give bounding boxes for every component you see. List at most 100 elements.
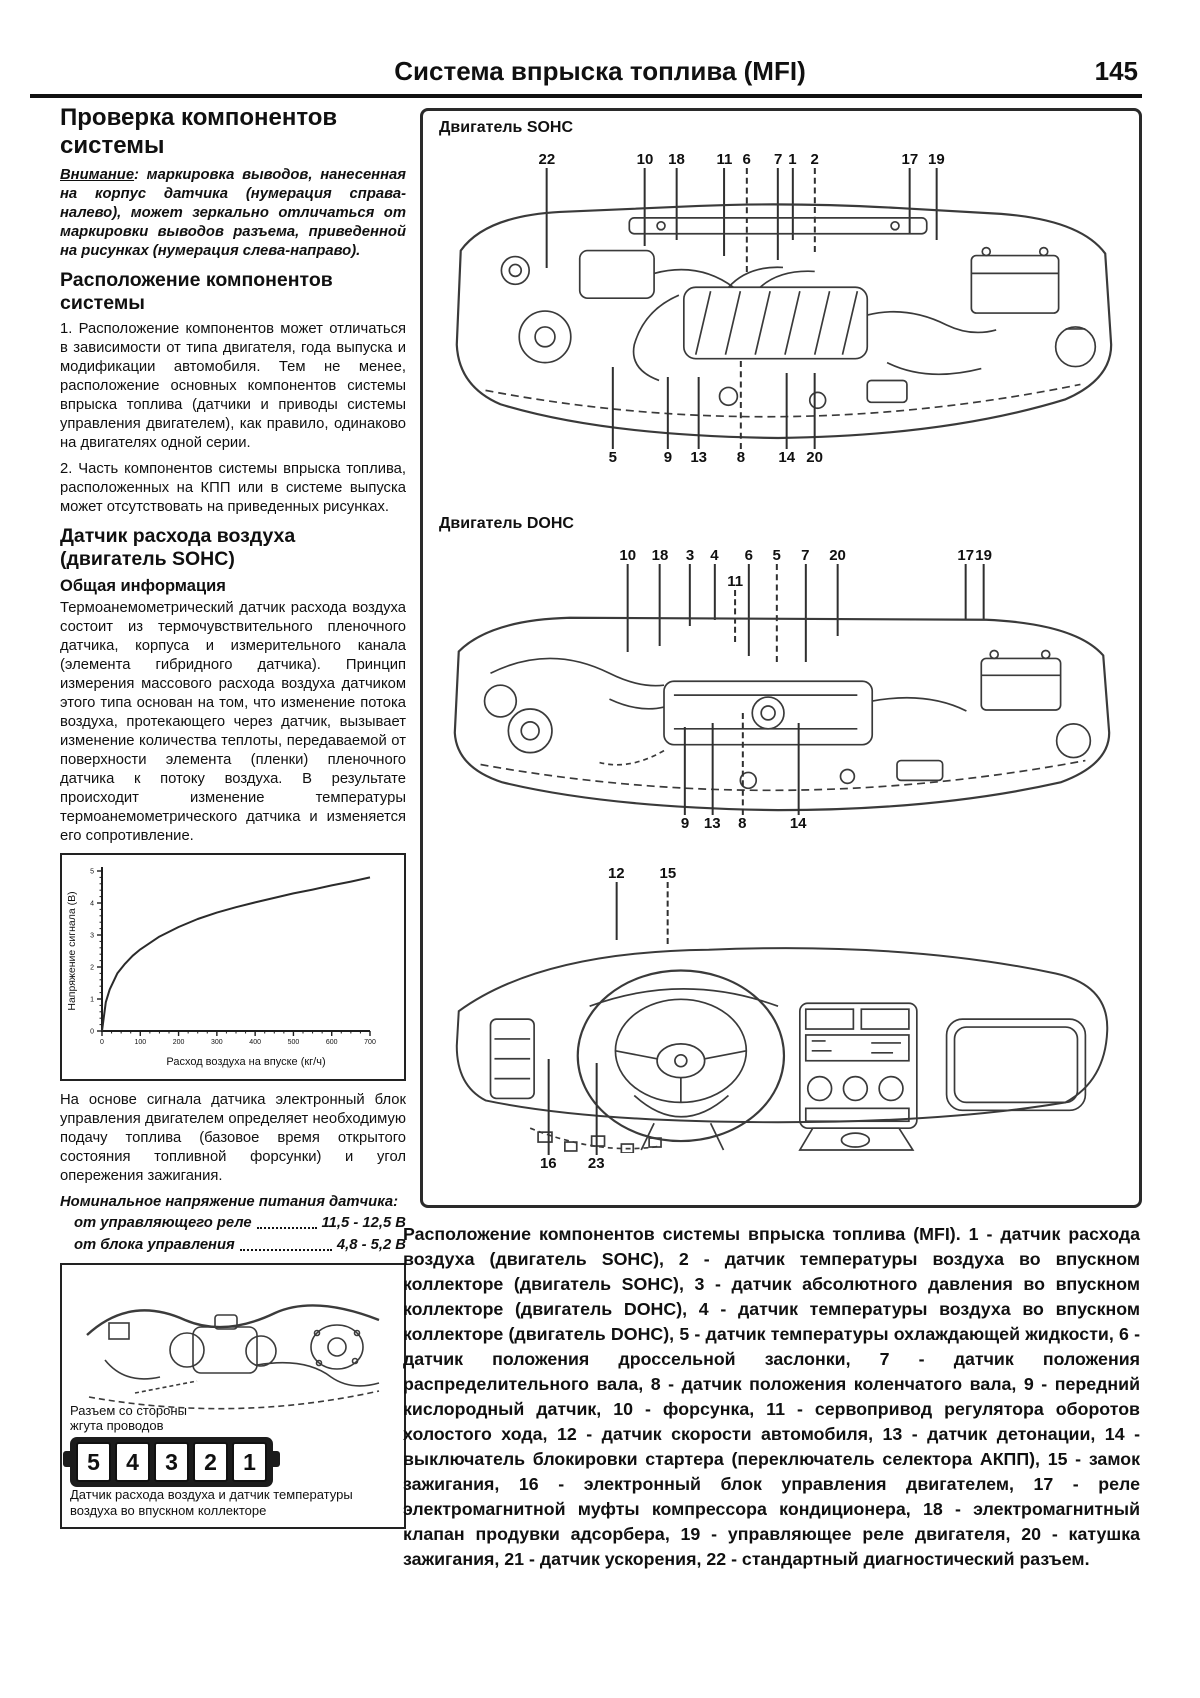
callout-leader-line <box>964 564 967 620</box>
callout: 8 <box>737 361 745 466</box>
callout: 19 <box>928 151 945 240</box>
connector-side-label: Разъем со стороны жгута проводов <box>70 1403 187 1433</box>
callout-leader-line <box>723 168 726 256</box>
callout-leader-line <box>697 377 700 449</box>
dohc-diagram-label: Двигатель DOHC <box>439 515 574 532</box>
callout-number: 8 <box>736 449 746 466</box>
callout: 20 <box>806 373 823 466</box>
callout: 9 <box>681 727 689 832</box>
paragraph-location-2: 2. Часть компонентов системы впрыска топ… <box>60 461 406 515</box>
callout-number: 8 <box>738 815 747 832</box>
callout-leader-line <box>836 564 839 636</box>
dohc-engine-sketch <box>453 616 1111 812</box>
callout-leader-line <box>666 882 669 944</box>
callout-leader-line <box>626 564 629 652</box>
connector-pin: 1 <box>232 1442 267 1482</box>
callout: 17 <box>901 151 919 234</box>
callout: 18 <box>652 547 668 646</box>
callout-leader-line <box>615 882 618 940</box>
callout-number: 18 <box>668 151 685 168</box>
callout-leader-line <box>747 564 750 656</box>
callout: 14 <box>778 373 795 466</box>
section-title-component-location: Расположение компонентов системы <box>60 269 333 314</box>
callout-leader-line <box>785 373 788 449</box>
svg-text:300: 300 <box>211 1039 223 1046</box>
callout: 18 <box>668 151 685 240</box>
left-column: Проверка компонентов системы Внимание: м… <box>60 104 406 1529</box>
callout: 4 <box>710 547 719 620</box>
callout-number: 19 <box>928 151 945 168</box>
callout: 11 <box>716 151 732 256</box>
callout-number: 5 <box>772 547 781 564</box>
svg-text:1: 1 <box>90 997 94 1004</box>
svg-text:200: 200 <box>173 1039 185 1046</box>
callout-leader-line <box>734 590 737 642</box>
spec-value: 4,8 - 5,2 В <box>336 1237 406 1253</box>
callout-leader-line <box>777 168 780 260</box>
callout-number: 15 <box>659 865 677 882</box>
dashboard-sketch <box>455 947 1109 1153</box>
callout: 8 <box>738 713 747 832</box>
svg-text:4: 4 <box>90 901 94 908</box>
callout-leader-line <box>935 168 938 240</box>
callout-leader-line <box>658 564 661 646</box>
callout-number: 6 <box>744 547 753 564</box>
callout: 5 <box>609 367 617 466</box>
spec-row: от управляющего реле 11,5 - 12,5 В <box>60 1214 406 1233</box>
callout: 7 <box>774 151 782 260</box>
spec-value: 11,5 - 12,5 В <box>321 1215 406 1231</box>
svg-text:Напряжение сигнала (В): Напряжение сигнала (В) <box>66 891 78 1010</box>
callout: 20 <box>829 547 846 636</box>
page-title: Система впрыска топлива (MFI) <box>394 56 806 86</box>
callout-number: 14 <box>778 449 796 466</box>
callout-number: 3 <box>685 547 695 564</box>
callout-leader-line <box>804 564 807 662</box>
callout-leader-line <box>741 713 744 815</box>
callout: 22 <box>539 151 555 268</box>
callout-number: 17 <box>901 151 919 168</box>
callout-number: 11 <box>716 151 733 168</box>
callout: 7 <box>801 547 810 662</box>
callout-leader-line <box>813 373 816 449</box>
callout-leader-line <box>611 367 614 449</box>
callout: 10 <box>619 547 636 652</box>
callout: 10 <box>636 151 654 246</box>
engine-bay-photo-sketch <box>86 1304 380 1410</box>
paragraph-sensor-principle: Термоанемометрический датчик расхода воз… <box>60 600 406 844</box>
callout-number: 20 <box>806 449 823 466</box>
callout-number: 20 <box>829 547 846 564</box>
paragraph-ecu-usage: На основе сигнала датчика электронный бл… <box>60 1092 406 1184</box>
section-title-check-components: Проверка компонентов системы <box>60 104 338 159</box>
sohc-diagram-label: Двигатель SOHC <box>439 119 574 136</box>
callout: 5 <box>773 547 781 662</box>
svg-text:600: 600 <box>326 1039 338 1046</box>
callout-number: 4 <box>710 547 719 564</box>
paragraph-location-1: 1. Расположение компонентов может отлича… <box>60 321 406 451</box>
callout-leader-line <box>908 168 911 234</box>
warning-text: : маркировка выводов, нанесенная на корп… <box>60 167 406 259</box>
callout: 16 <box>540 1059 557 1172</box>
spec-intro: Номинальное напряжение питания датчика: <box>60 1194 399 1210</box>
callout-leader-line <box>684 727 687 815</box>
svg-text:700: 700 <box>364 1039 376 1046</box>
connector-pin: 5 <box>76 1442 111 1482</box>
callout-number: 9 <box>680 815 690 832</box>
callout: 14 <box>790 723 807 832</box>
callout-leader-line <box>711 723 714 815</box>
callout-number: 12 <box>607 865 625 882</box>
svg-text:100: 100 <box>134 1039 146 1046</box>
spec-rows: от управляющего реле 11,5 - 12,5 В от блок… <box>60 1214 406 1255</box>
callout-leader-line <box>713 564 716 620</box>
callout: 6 <box>742 151 751 272</box>
spec-label: от управляющего реле <box>74 1215 252 1231</box>
callout-number: 10 <box>636 151 654 168</box>
callout-number: 17 <box>957 547 975 564</box>
svg-text:0: 0 <box>100 1039 104 1046</box>
sohc-engine-sketch <box>455 203 1113 440</box>
connector-pin: 3 <box>154 1442 189 1482</box>
